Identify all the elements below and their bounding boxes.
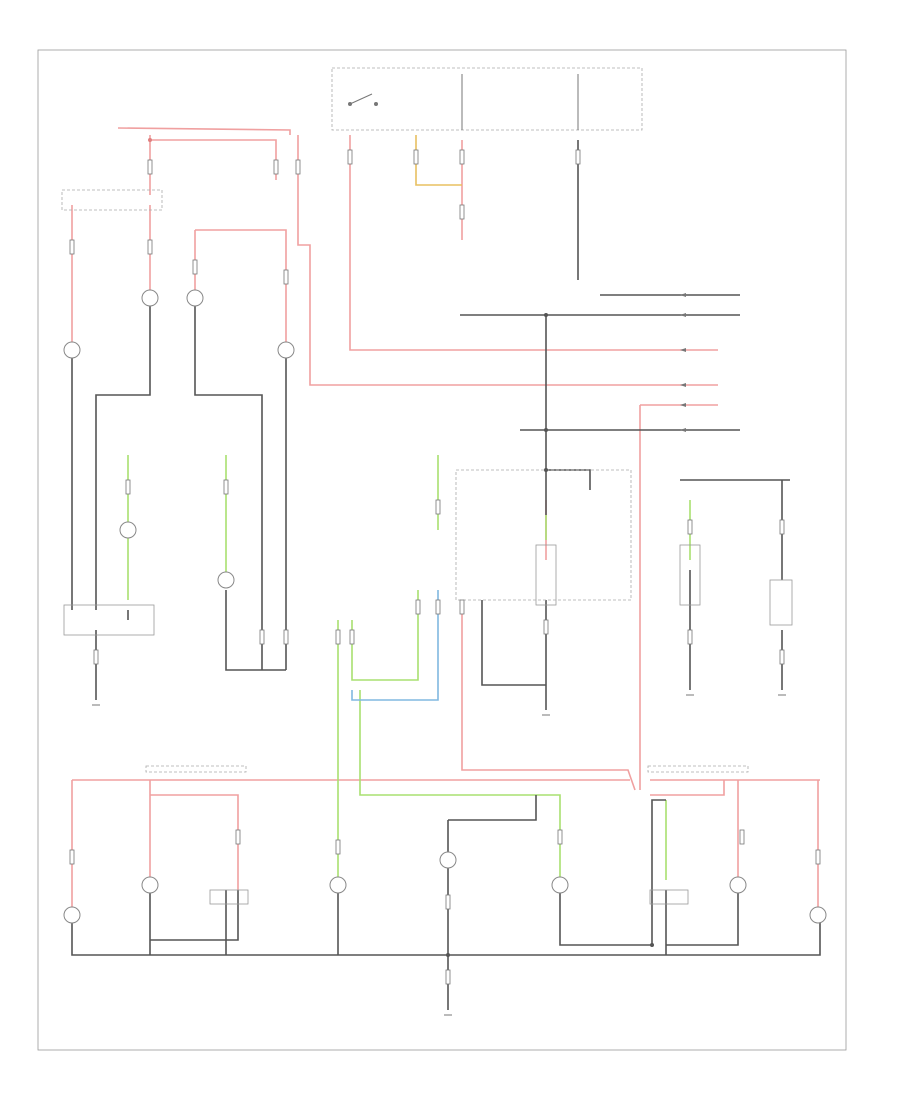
lamp-left-front-side-marker [141, 289, 159, 307]
lamp-right-tail [729, 876, 747, 894]
orange-wire [415, 135, 462, 186]
junction-dots [148, 138, 654, 957]
ground-symbols [92, 694, 786, 1016]
lamp-left-front-turn [63, 341, 81, 359]
green-wires [127, 455, 691, 880]
lamp-right-front-side-marker [186, 289, 204, 307]
black-wires [71, 140, 821, 1010]
lamp-right-rear-side-marker [809, 906, 827, 924]
connector-ticks [69, 149, 821, 985]
component-boxes [61, 189, 793, 905]
arrow-markers [680, 293, 686, 432]
fuse-panel-box [331, 67, 643, 131]
lamp-right-front-turn [277, 341, 295, 359]
lamp-right-fog [217, 571, 235, 589]
lamp-left-tail [141, 876, 159, 894]
headlight-switch [348, 93, 378, 106]
lamp-license [439, 851, 457, 869]
blue-wire [351, 590, 439, 701]
page-border [37, 49, 847, 1051]
lamps [63, 289, 827, 924]
lamp-right-back-up [551, 876, 569, 894]
lamp-left-back-up [329, 876, 347, 894]
lamp-left-rear-side-marker [63, 906, 81, 924]
lamp-left-fog [119, 521, 137, 539]
red-wires [71, 127, 820, 910]
